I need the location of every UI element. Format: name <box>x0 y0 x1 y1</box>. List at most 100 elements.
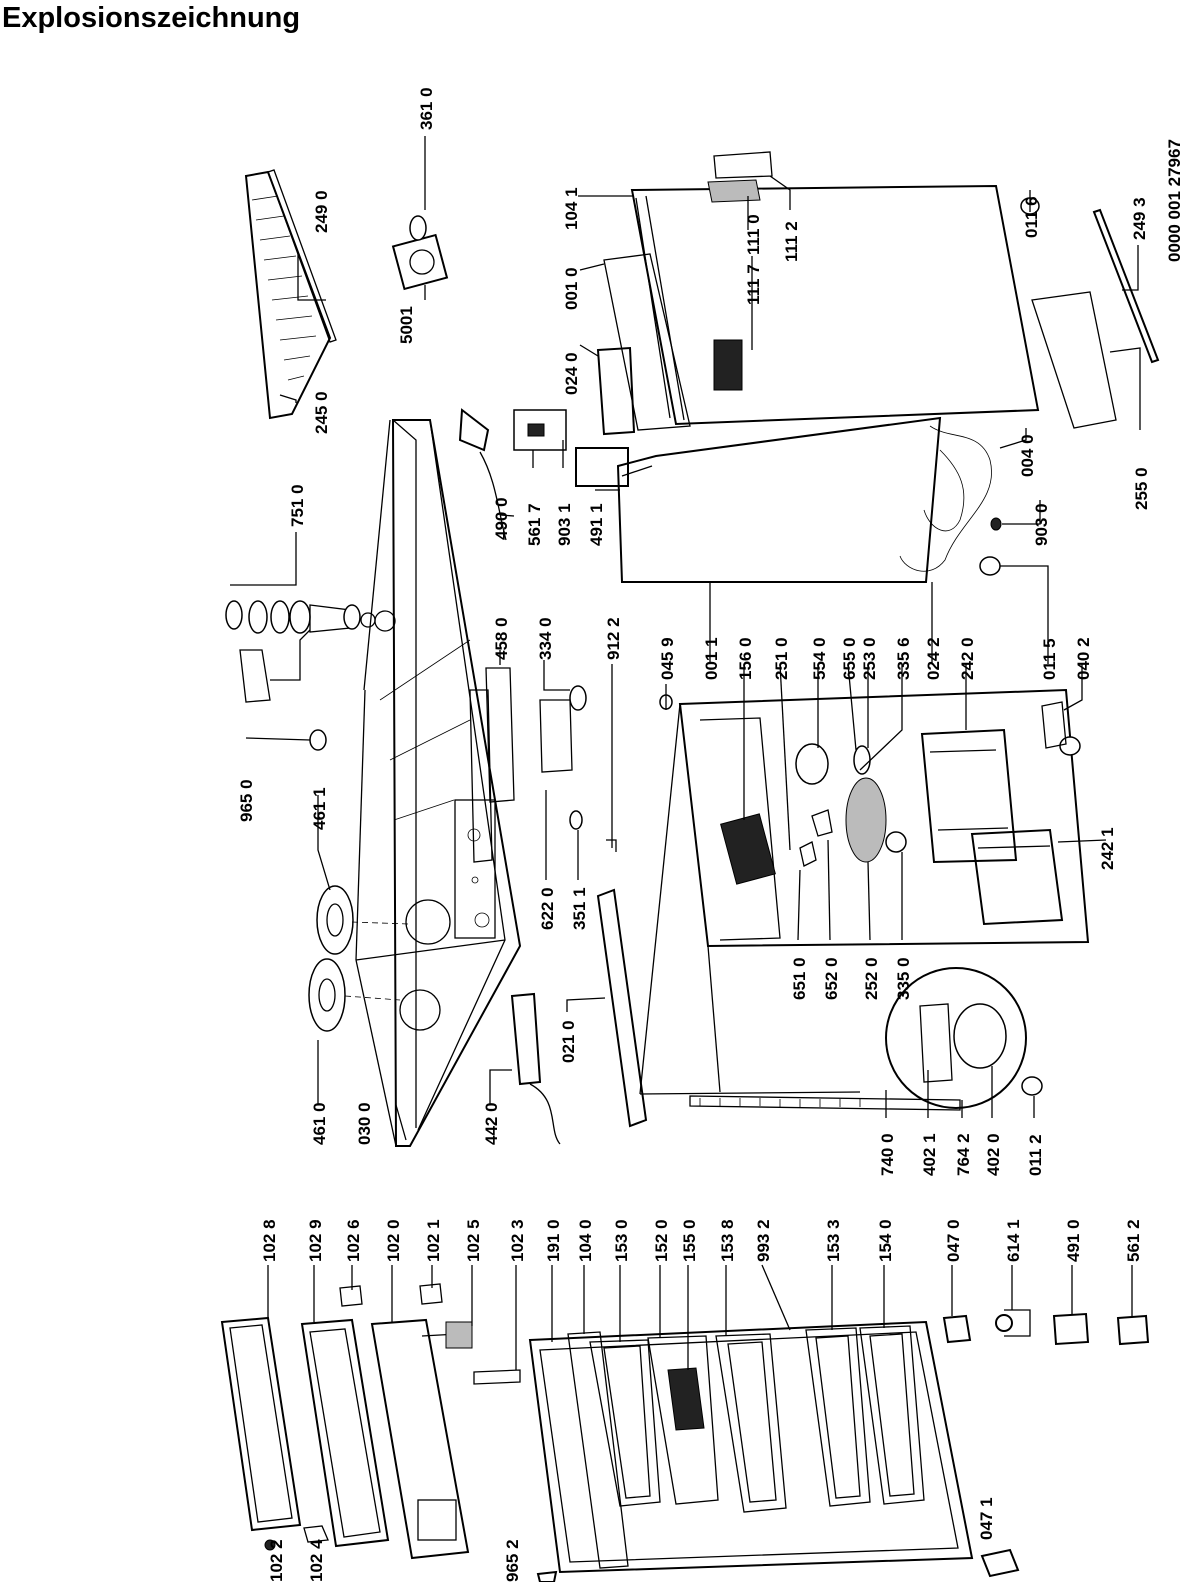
page-title: Explosionszeichnung <box>2 2 301 34</box>
door-shelf-1530 <box>589 1339 661 1507</box>
label-965-2: 965 2 <box>503 1539 522 1582</box>
label-561-2: 561 2 <box>1124 1219 1143 1262</box>
freezer-frame-drawing <box>300 1318 390 1548</box>
label-402-0: 402 0 <box>984 1133 1003 1176</box>
label-102-0: 102 0 <box>384 1219 403 1262</box>
hinge-part-1023 <box>473 1369 521 1385</box>
label-102-8: 102 8 <box>260 1219 279 1262</box>
label-102-4: 102 4 <box>307 1539 326 1582</box>
label-249-0: 249 0 <box>312 190 331 233</box>
label-458-0: 458 0 <box>492 617 511 660</box>
part-labels: 102 8 102 9 102 6 102 0 102 1 102 5 102 … <box>237 87 1184 1582</box>
label-751-0: 751 0 <box>288 484 307 527</box>
label-461-1: 461 1 <box>310 787 329 830</box>
ice-tray-1560 <box>720 813 776 885</box>
label-442-0: 442 0 <box>482 1102 501 1145</box>
label-5001: 5001 <box>397 306 416 344</box>
knob-3340 <box>569 685 587 711</box>
label-491-0: 491 0 <box>1064 1219 1083 1262</box>
leader-lines <box>230 136 1141 1370</box>
part-0240 <box>596 346 636 436</box>
part-6220 <box>539 699 573 773</box>
label-764-2: 764 2 <box>954 1133 973 1176</box>
bulb-3350 <box>885 831 907 853</box>
label-047-0: 047 0 <box>944 1219 963 1262</box>
part-3511 <box>569 810 583 830</box>
label-903-1: 903 1 <box>555 503 574 546</box>
label-361-0: 361 0 <box>417 87 436 130</box>
knob-9650 <box>309 729 327 751</box>
label-351-1: 351 1 <box>570 887 589 930</box>
label-993-2: 993 2 <box>754 1219 773 1262</box>
hinge-part-1026 <box>339 1285 363 1307</box>
label-252-0: 252 0 <box>862 957 881 1000</box>
label-191-0: 191 0 <box>544 1219 563 1262</box>
part-6141 <box>995 1314 1013 1332</box>
part-2530 <box>853 745 871 775</box>
thermostat-4420 <box>510 992 542 1086</box>
shelf-trim-2490 <box>267 169 337 343</box>
foot-9652 <box>536 1570 558 1582</box>
label-614-1: 614 1 <box>1004 1219 1023 1262</box>
label-965-0: 965 0 <box>237 779 256 822</box>
top-cover-1041 <box>630 184 1040 426</box>
label-030-0: 030 0 <box>355 1102 374 1145</box>
label-152-0: 152 0 <box>652 1219 671 1262</box>
label-242-1: 242 1 <box>1098 827 1117 870</box>
clip-1024 <box>303 1525 329 1543</box>
label-001-0: 001 0 <box>562 267 581 310</box>
label-plate-1025 <box>445 1321 473 1349</box>
door-hinge-0470 <box>942 1314 972 1344</box>
label-912-2: 912 2 <box>604 617 623 660</box>
plug-4900 <box>458 408 490 452</box>
label-153-3: 153 3 <box>824 1219 843 1262</box>
knob-3610 <box>409 215 427 241</box>
condenser-7400 <box>689 1095 961 1111</box>
part-4911 <box>575 447 629 487</box>
label-335-0: 335 0 <box>894 957 913 1000</box>
label-249-3: 249 3 <box>1130 197 1149 240</box>
part-5612 <box>1116 1314 1150 1346</box>
hob-ring-small <box>399 989 441 1031</box>
label-021-0: 021 0 <box>559 1020 578 1063</box>
label-253-0: 253 0 <box>860 637 879 680</box>
back-panel-0040 <box>899 425 992 572</box>
timer-5001 <box>391 233 449 291</box>
label-490-0: 490 0 <box>492 497 511 540</box>
screw-9030 <box>990 517 1002 531</box>
screw-1022 <box>264 1539 276 1551</box>
lamp-housing-2520 <box>845 777 887 863</box>
label-402-1: 402 1 <box>920 1133 939 1176</box>
hinge-part-1021 <box>419 1283 443 1305</box>
label-154-0: 154 0 <box>876 1219 895 1262</box>
part-6520 <box>811 809 833 837</box>
label-255-0: 255 0 <box>1132 467 1151 510</box>
door-shelf-1520 <box>647 1335 719 1505</box>
part-5540 <box>795 743 829 785</box>
burner-cap-4610 <box>308 958 346 1032</box>
crisper-2420 <box>920 728 1018 864</box>
label-024-2: 024 2 <box>924 637 943 680</box>
wire-shelf-2450 <box>244 170 332 420</box>
label-102-6: 102 6 <box>344 1219 363 1262</box>
compressor-detail-circle <box>885 967 1027 1109</box>
shelf-and-timer <box>244 169 629 541</box>
door-shelf-1533 <box>805 1327 871 1507</box>
crisper-2421 <box>970 828 1064 926</box>
rail-0210 <box>596 888 648 1128</box>
label-153-8: 153 8 <box>718 1219 737 1262</box>
label-102-1: 102 1 <box>424 1219 443 1262</box>
label-554-0: 554 0 <box>810 637 829 680</box>
part-4910 <box>1052 1312 1090 1346</box>
label-104-0: 104 0 <box>576 1219 595 1262</box>
part-6510 <box>799 841 817 867</box>
compressor-4020 <box>953 1003 1007 1069</box>
hinge-1117 <box>713 339 743 391</box>
door-assembly <box>220 1283 1150 1582</box>
label-622-0: 622 0 <box>538 887 557 930</box>
door-shelf-1540 <box>859 1325 925 1505</box>
worktop-frame-drawing <box>391 419 522 1147</box>
label-111-2: 111 2 <box>782 221 801 262</box>
part-4580 <box>485 667 515 803</box>
